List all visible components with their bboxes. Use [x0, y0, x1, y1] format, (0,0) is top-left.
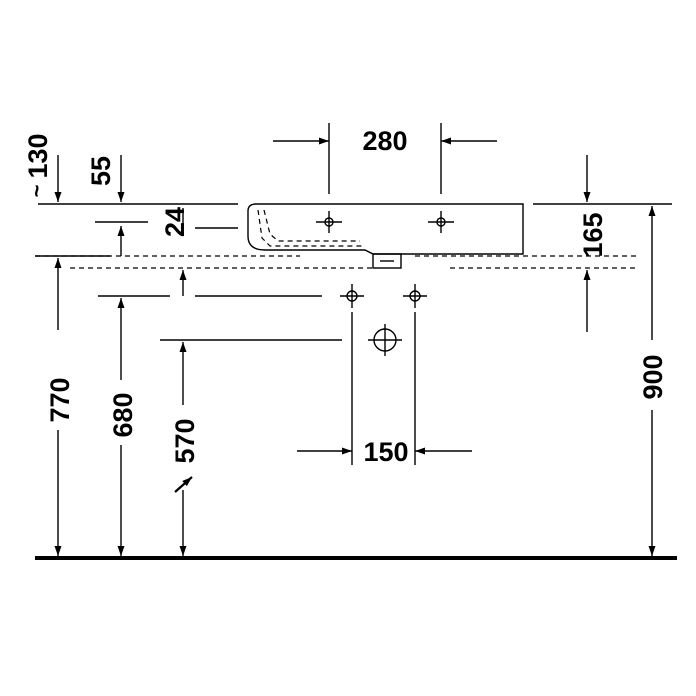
tap-hole-left-icon: [316, 211, 342, 233]
dim-150-label: 150: [363, 437, 408, 467]
water-connection-right-icon: [403, 284, 427, 308]
dim-130-approx: ~: [24, 184, 49, 197]
dim-680-label: 680: [108, 392, 138, 437]
water-connection-left-icon: [340, 284, 364, 308]
dim-570-label: 570: [170, 418, 200, 463]
dim-770-label: 770: [45, 377, 75, 422]
dim-570-pointer-icon: [174, 476, 193, 493]
dim-55-label: 55: [86, 156, 116, 186]
dim-130-label: 130: [23, 133, 53, 178]
dim-24-label: 24: [160, 207, 190, 237]
waste-outlet-icon: [368, 324, 402, 356]
dim-280-label: 280: [362, 126, 407, 156]
washbasin-outline: [247, 203, 524, 269]
dim-900-label: 900: [638, 354, 668, 399]
tap-hole-right-icon: [428, 211, 454, 233]
dim-165-label: 165: [578, 212, 608, 257]
